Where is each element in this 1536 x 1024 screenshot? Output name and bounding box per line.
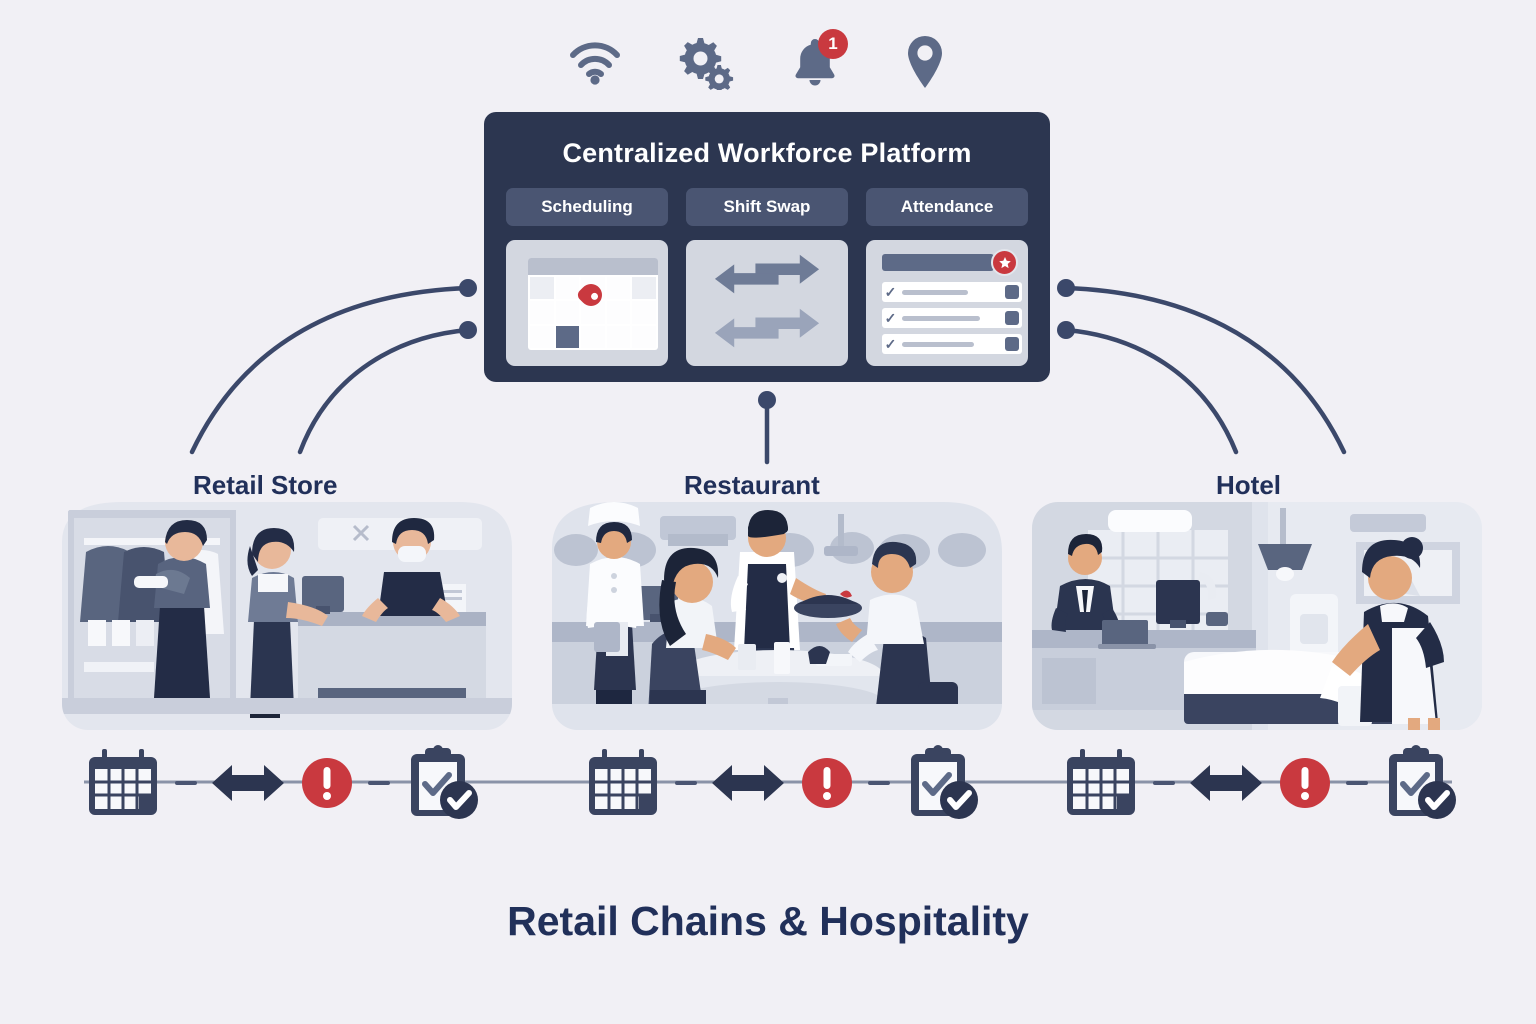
dash-connector: [1346, 780, 1368, 785]
bottom-icon-strip: [0, 735, 1536, 830]
icon-group-retail: [84, 735, 481, 830]
retail-shopper: [134, 520, 210, 712]
attendance-row[interactable]: ✓: [882, 308, 1022, 328]
page-title: Centralized Workforce Platform: [562, 138, 972, 168]
scene-label-hotel: Hotel: [1216, 470, 1281, 500]
icon-group-hotel: [1062, 735, 1459, 830]
attendance-row[interactable]: ✓: [882, 334, 1022, 354]
restaurant-server: [730, 510, 862, 720]
retail-customer: [247, 528, 328, 718]
retail-cashier: [362, 518, 460, 622]
restaurant-scene: [552, 502, 1002, 730]
dash-connector: [175, 780, 197, 785]
retail-store-scene: [62, 502, 512, 730]
calendar-panel[interactable]: [506, 240, 668, 366]
red-star-badge: [991, 249, 1018, 276]
icon-group-restaurant: [584, 735, 981, 830]
clipboard-check-icon: [911, 744, 978, 819]
restaurant-guest-right: [836, 541, 958, 724]
gears-icon: [670, 27, 740, 97]
hotel-concierge: [1051, 534, 1156, 649]
bell-icon: 1: [780, 27, 850, 97]
pill-shift-swap[interactable]: Shift Swap: [686, 188, 848, 226]
pill-attendance[interactable]: Attendance: [866, 188, 1028, 226]
pill-scheduling[interactable]: Scheduling: [506, 188, 668, 226]
location-pin-icon: [890, 27, 960, 97]
centralized-platform-card: Centralized Workforce Platform Schedulin…: [484, 112, 1050, 382]
alert-icon: [1280, 757, 1330, 808]
dash-connector: [675, 780, 697, 785]
bell-badge-count: 1: [818, 29, 848, 59]
scene-label-retail: Retail Store: [193, 470, 338, 500]
scene-label-restaurant: Restaurant: [684, 470, 820, 500]
calendar-icon: [89, 748, 157, 815]
attendance-row[interactable]: ✓: [882, 282, 1022, 302]
platform-panel-row: ✓ ✓ ✓: [506, 240, 1028, 366]
attendance-panel[interactable]: ✓ ✓ ✓: [866, 240, 1028, 366]
clipboard-check-icon: [411, 744, 478, 819]
top-icon-row: 1: [560, 22, 960, 102]
double-arrow-icon: [712, 764, 784, 801]
platform-pill-row: Scheduling Shift Swap Attendance: [506, 188, 1028, 226]
hotel-desk-equipment: [1156, 572, 1228, 628]
alert-icon: [302, 757, 352, 808]
calendar-icon: [589, 748, 657, 815]
dash-connector: [868, 780, 890, 785]
clipboard-check-icon: [1389, 744, 1456, 819]
footer-title: Retail Chains & Hospitality: [507, 898, 1029, 944]
shift-swap-panel[interactable]: [686, 240, 848, 366]
double-arrow-icon: [212, 764, 284, 801]
wifi-icon: [560, 27, 630, 97]
calendar-icon: [1067, 748, 1135, 815]
hotel-scene: [1032, 502, 1482, 730]
hotel-housekeeper: [1332, 537, 1444, 730]
alert-icon: [802, 757, 852, 808]
double-arrow-icon: [1190, 764, 1262, 801]
bidirectional-arrows-icon: [714, 254, 820, 348]
dash-connector: [368, 780, 390, 785]
dash-connector: [1153, 780, 1175, 785]
restaurant-chef: [586, 502, 644, 704]
